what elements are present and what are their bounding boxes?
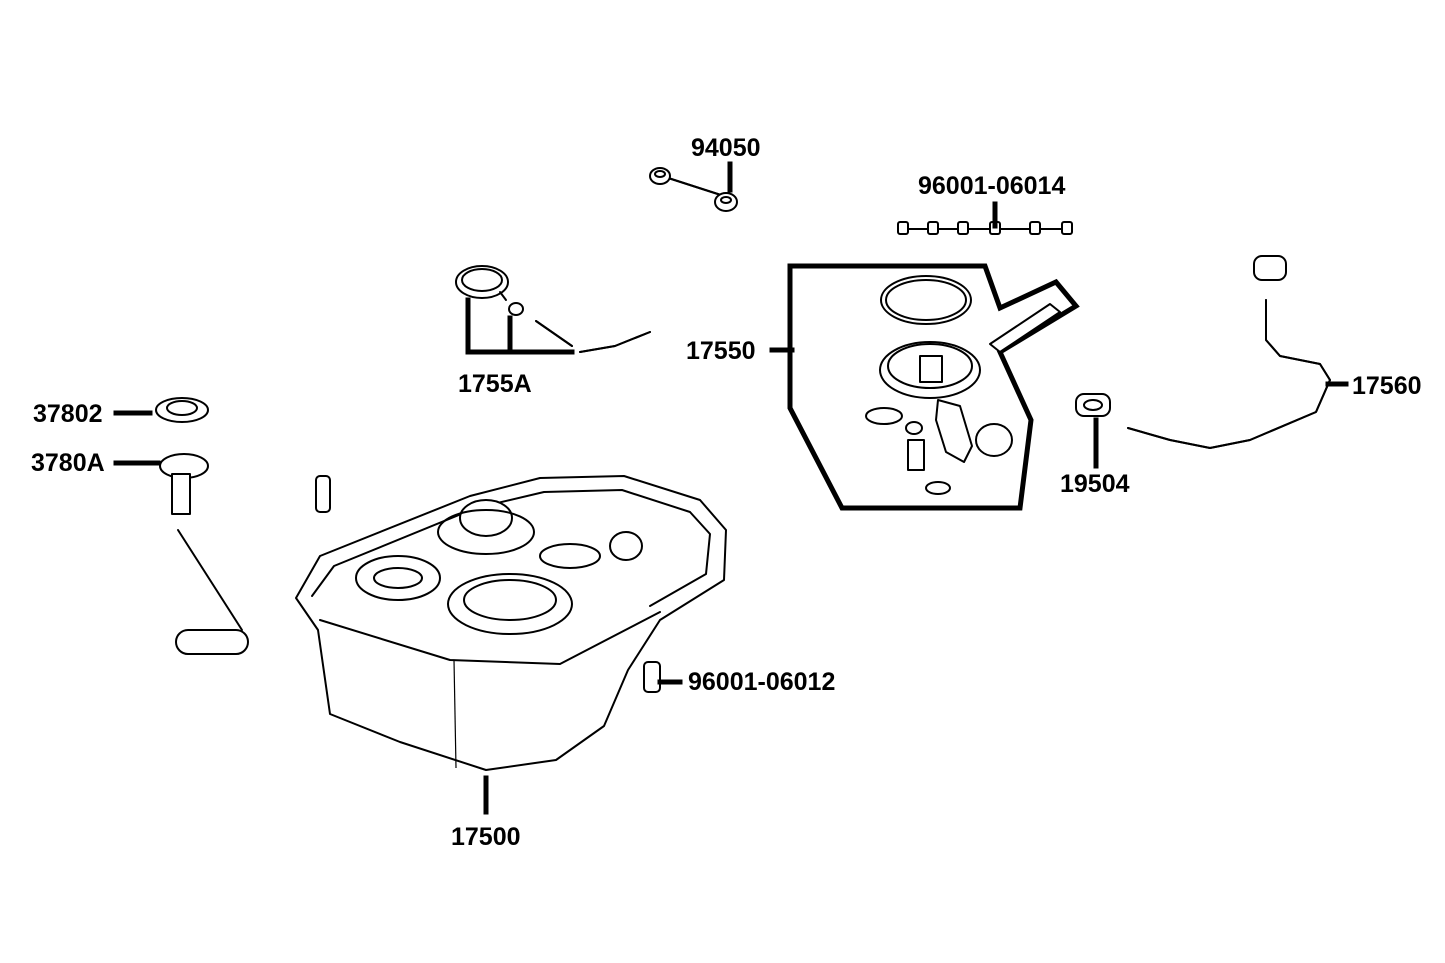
part-96001-06014-bolt-set: [897, 221, 1073, 235]
leader-1755A: [465, 297, 575, 355]
part-94050-clamp-band: [649, 167, 738, 212]
callout-17550: 17550: [686, 337, 756, 365]
callout-96001-06014: 96001-06014: [918, 172, 1066, 200]
part-37802-ring: [155, 397, 209, 423]
callout-37802: 37802: [33, 400, 103, 428]
callout-19504: 19504: [1060, 470, 1130, 498]
callout-17500: 17500: [451, 823, 521, 851]
part-17560-fuel-line: [1127, 255, 1331, 449]
callout-17560: 17560: [1352, 372, 1422, 400]
callout-96001-06012: 96001-06012: [688, 668, 836, 696]
callout-3780A: 3780A: [31, 449, 105, 477]
callout-1755A: 1755A: [458, 370, 532, 398]
part-3780A-fuel-level-sender: [159, 453, 249, 655]
part-17500-fuel-tank: [295, 475, 727, 771]
part-17550-fuel-pump-assembly: [787, 263, 1080, 511]
part-1755A-hose-assembly: [455, 265, 651, 353]
part-19504-hose-clip: [1075, 393, 1111, 417]
callout-94050: 94050: [691, 134, 761, 162]
